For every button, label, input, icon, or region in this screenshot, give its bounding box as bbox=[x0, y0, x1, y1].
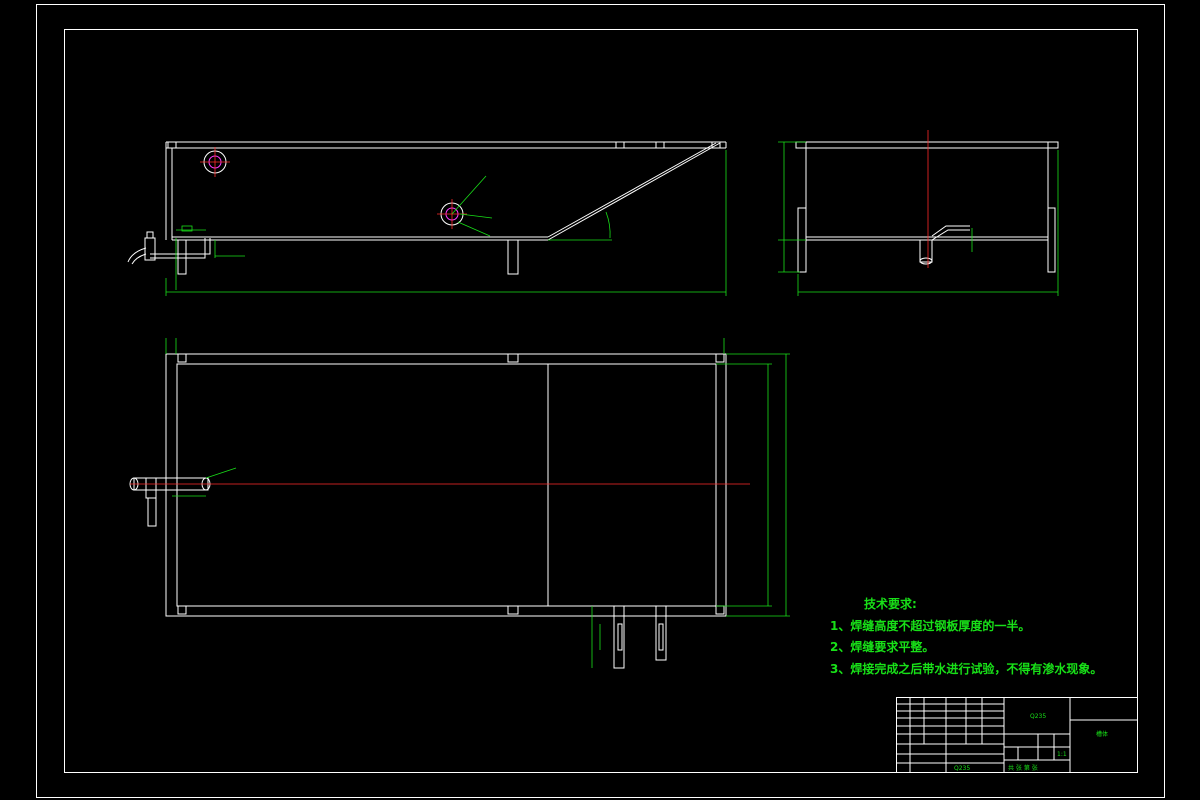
title-block-material: Q235 bbox=[954, 765, 970, 772]
side-view bbox=[778, 130, 1059, 296]
top-view bbox=[129, 338, 790, 669]
technical-requirements-title: 技术要求: bbox=[864, 597, 917, 611]
inner-border bbox=[64, 29, 1138, 773]
requirement-3: 3、焊接完成之后带水进行试验，不得有渗水现象。 bbox=[830, 661, 1103, 676]
title-block-drawing-code: Q235 bbox=[1030, 713, 1046, 720]
requirement-2: 2、焊缝要求平整。 bbox=[830, 640, 935, 654]
technical-requirements: 技术要求: 1、焊缝高度不超过钢板厚度的一半。 2、焊缝要求平整。 3、焊接完成… bbox=[830, 594, 1102, 680]
front-view bbox=[127, 141, 727, 296]
title-block-sheet-info: 共 张 第 张 bbox=[1008, 764, 1038, 772]
outer-border bbox=[36, 4, 1165, 798]
title-block: Q235 槽体 1:1 Q235 共 张 第 张 bbox=[896, 697, 1138, 773]
title-block-part-name: 槽体 bbox=[1096, 730, 1108, 738]
title-block-scale: 1:1 bbox=[1057, 751, 1067, 758]
requirement-1: 1、焊缝高度不超过钢板厚度的一半。 bbox=[830, 618, 1031, 633]
